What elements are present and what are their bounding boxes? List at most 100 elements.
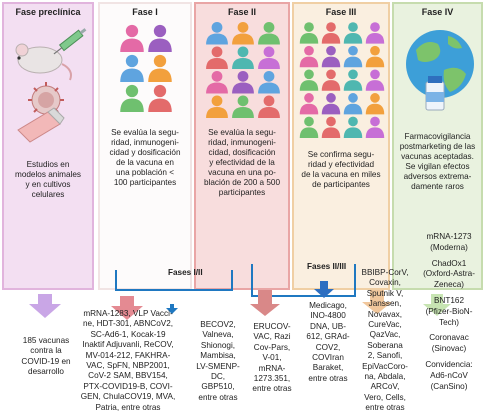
person-icon (206, 21, 228, 45)
person-icon (258, 95, 280, 118)
person-icon (365, 45, 385, 68)
col-line: DC, (210, 372, 226, 382)
person-icon (120, 24, 144, 52)
person-icon (299, 45, 319, 68)
col-line: SC-Ad6-1, Kocak-19 (90, 329, 166, 339)
col-line: VAC, SpFN, NBP2001, (86, 361, 170, 371)
col-line: (Sinovac) (431, 344, 467, 354)
person-icon (365, 116, 385, 138)
col-line: 185 vacunas (22, 336, 70, 345)
desc-line: de la vacuna en miles (301, 170, 381, 179)
desc-line: vacuna en una po- (208, 168, 276, 177)
col-line: mRNA-1273 (426, 232, 472, 241)
desc-line: Estudios en (26, 160, 70, 169)
col-line: contra la (30, 346, 62, 356)
phase4-illustration (406, 30, 474, 111)
col-line: desarrollo (28, 367, 64, 377)
phase-panel-2: Fase II Se evalúa la segu- ridad, inmuno… (194, 2, 290, 290)
col-line: Inaktif Adjuvanli, ReCOV, (82, 340, 174, 350)
desc-line: 100 participantes (113, 178, 177, 187)
col-line: QazVac, (369, 330, 401, 340)
subhead-phase-2-3: Fases II/III (307, 262, 347, 271)
col-line: Vero, Cells, (364, 392, 406, 402)
col-line: 1273.351, (253, 374, 291, 384)
desc-line: Farmacovigilancia (404, 132, 471, 141)
col-line: MV-014-212, FAKHRA- (85, 350, 171, 360)
col-line: 612, GRAd- (306, 332, 350, 342)
globe-icon (406, 30, 474, 98)
col-line: Sputnik V, (366, 288, 404, 298)
col-line: Cov-Pars, (253, 342, 291, 352)
desc-line: Se vigilan efectos (405, 162, 470, 171)
desc-line: una población < (115, 168, 175, 177)
vaccine-vial-icon (425, 76, 445, 111)
col-line: Novavax, (367, 309, 403, 319)
col-line: 2, Sanofi, (367, 351, 403, 361)
person-icon (299, 116, 319, 138)
preclinical-illustration (15, 28, 87, 143)
person-icon (299, 69, 319, 91)
col-line: ne, HDT-301, ABNCoV2, (82, 319, 174, 329)
desc-line: ridad y efectividad (308, 160, 374, 169)
desc-line: Se evalúa la segu- (208, 128, 276, 137)
col-line: V-01, (262, 353, 282, 363)
phase-title: Fase II (227, 7, 256, 17)
col-line: entre otras (252, 384, 292, 394)
people-group-icon (120, 24, 172, 112)
col-line: Shionogi, (200, 340, 236, 350)
col-line: COVIran (312, 353, 344, 363)
person-icon (120, 84, 144, 112)
col-line: GBP510, (201, 382, 235, 392)
desc-line: cidad, dosificación (208, 148, 276, 157)
col-line: Valneva, (202, 330, 234, 340)
person-icon (148, 54, 172, 82)
col-line: mRNA- (258, 363, 286, 373)
phase-panel-4: Fase IV Farmacovigilancia postmarketing … (392, 2, 483, 290)
col-line: Baraket, (312, 363, 344, 373)
col-line: ERUCOV- (253, 322, 291, 331)
desc-line: adversos extrema- (403, 172, 472, 181)
column-phase-2-3: Medicago, INO-4800 DNA, UB- 612, GRAd- C… (300, 301, 356, 384)
desc-line: de participantes (312, 180, 370, 189)
person-icon (343, 45, 363, 68)
desc-line: ridad, inmunogeni- (208, 138, 276, 147)
person-icon (321, 45, 341, 68)
person-icon (343, 22, 363, 44)
phase-panel-preclinical: Fase preclínica (2, 2, 94, 290)
col-line: mRNA-1283, VLP Vacci- (83, 309, 173, 318)
col-line: CoV-2 SAM, BBV154, (88, 371, 168, 381)
desc-line: celulares (31, 190, 65, 199)
col-line: Tech) (438, 317, 460, 327)
person-icon (299, 22, 319, 44)
bracket-phase-1-2 (115, 270, 233, 291)
mouse-icon (15, 43, 72, 81)
person-icon (232, 70, 254, 94)
col-line: Patria, entre otras (95, 402, 161, 412)
person-icon (343, 93, 363, 115)
col-line: entre otras (308, 373, 348, 383)
col-line: COVID-19 en (21, 356, 71, 366)
culture-flask-icon (17, 107, 65, 143)
col-line: CureVac, (368, 320, 402, 330)
person-icon (258, 70, 280, 94)
people-group-icon (206, 21, 280, 118)
arrow-phase-1-2 (166, 304, 178, 314)
col-line: (Moderna) (430, 242, 468, 252)
col-line: COV2, (315, 342, 341, 352)
virus-icon (28, 82, 64, 118)
person-icon (148, 24, 172, 52)
person-icon (232, 95, 254, 118)
person-icon (365, 93, 385, 115)
col-line: DNA, UB- (310, 321, 346, 331)
col-line: (Pfizer-BioN- (425, 306, 473, 316)
desc-line: participantes (218, 188, 266, 197)
col-line: BNT162 (433, 295, 465, 305)
person-icon (232, 21, 254, 45)
person-icon (232, 46, 254, 69)
column-phase-4: mRNA-1273 (Moderna) ChadOx1 (Oxford-Astr… (414, 232, 484, 392)
person-icon (321, 93, 341, 115)
col-line: Convidencia: (425, 359, 473, 369)
col-line: Mambisa, (200, 351, 236, 361)
col-line: Janssen, (368, 299, 402, 309)
